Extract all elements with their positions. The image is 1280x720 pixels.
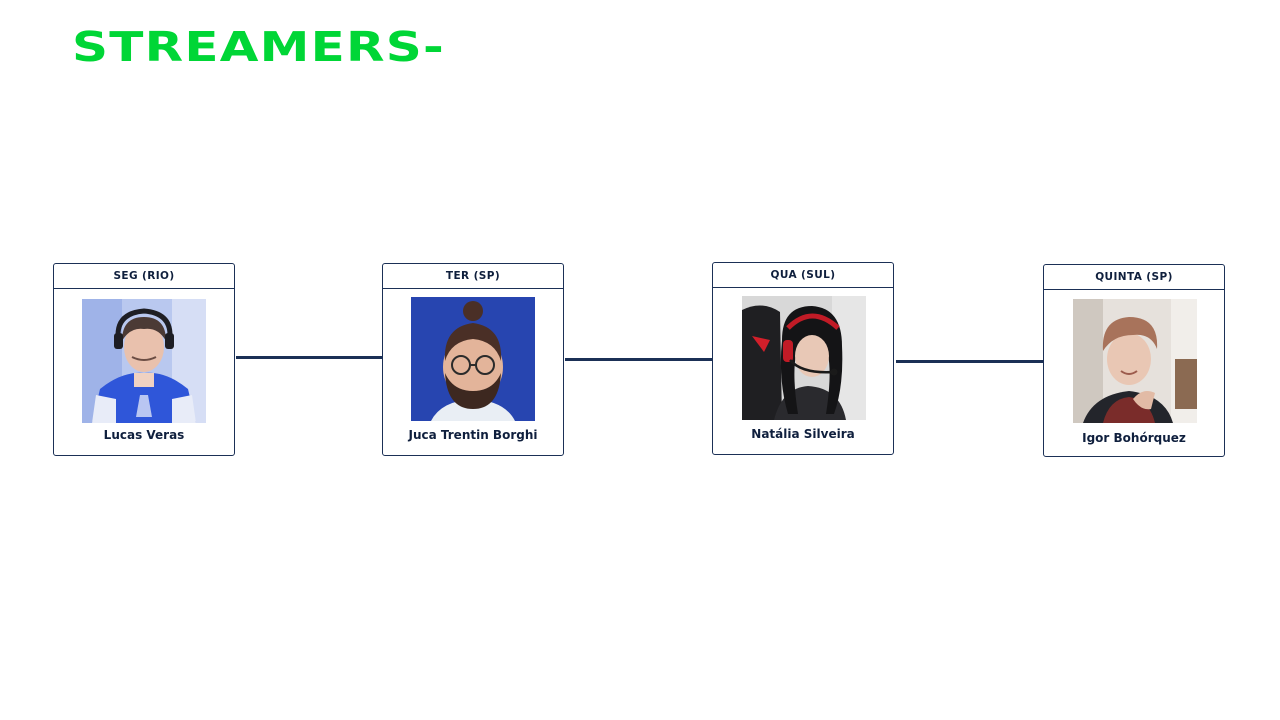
streamer-card-seg: SEG (RIO) Lucas Veras bbox=[53, 263, 235, 456]
photo-igor-bohorquez bbox=[1073, 299, 1197, 423]
connector-line-1 bbox=[236, 356, 382, 359]
streamer-name: Lucas Veras bbox=[103, 428, 185, 442]
day-label: TER (SP) bbox=[383, 264, 563, 289]
photo-juca-trentin-borghi bbox=[411, 297, 535, 421]
streamer-name: Igor Bohórquez bbox=[1082, 431, 1186, 445]
streamer-name: Natália Silveira bbox=[751, 427, 855, 441]
streamer-name: Juca Trentin Borghi bbox=[408, 428, 538, 442]
photo-lucas-veras bbox=[82, 299, 206, 423]
connector-line-2 bbox=[565, 358, 713, 361]
day-label: QUA (SUL) bbox=[713, 263, 893, 288]
day-label: SEG (RIO) bbox=[54, 264, 234, 289]
streamer-card-quinta: QUINTA (SP) Igor Bohórquez bbox=[1043, 264, 1225, 457]
streamer-card-qua: QUA (SUL) Natália Silveira bbox=[712, 262, 894, 455]
page-title: STREAMERS- bbox=[72, 23, 445, 71]
streamer-card-ter: TER (SP) Juca Trentin Borghi bbox=[382, 263, 564, 456]
day-label: QUINTA (SP) bbox=[1044, 265, 1224, 290]
photo-natalia-silveira bbox=[742, 296, 866, 420]
connector-line-3 bbox=[896, 360, 1044, 363]
